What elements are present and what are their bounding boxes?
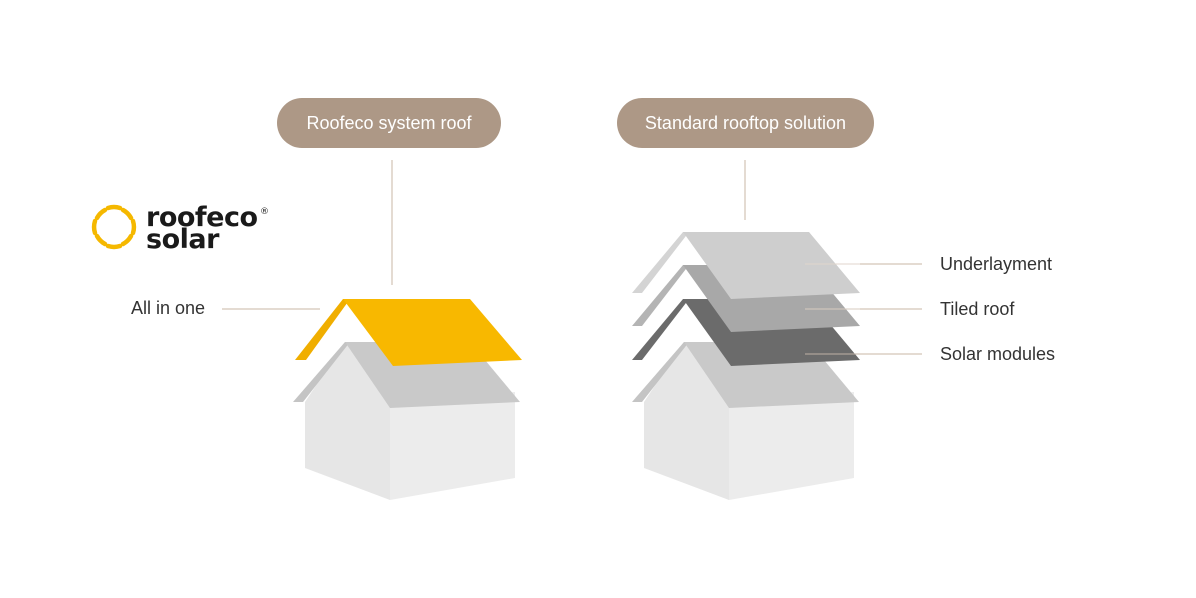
roofeco-system-roof-header: Roofeco system roof [277,98,501,148]
logo-name-line1: roofeco [146,202,258,233]
left-house-front-wall [305,342,390,500]
underlayment-edge [632,232,689,293]
roofeco-roof [295,299,522,366]
tiled-roof-edge [632,265,689,326]
roofeco-roof-top [343,299,522,366]
all-in-one-label: All in one [131,298,206,318]
registered-mark: ® [260,207,269,217]
right-house [632,342,859,500]
tiled-roof-label: Tiled roof [940,299,1015,319]
roofeco-roof-edge [295,299,350,360]
right-house-roof-edge [632,342,689,402]
left-house-side-wall [390,392,515,500]
roofeco-solar-logo: roofeco solar ® [91,202,269,255]
roofeco-system-roof-header-text: Roofeco system roof [306,112,472,133]
left-house [293,342,520,500]
right-house-front-wall [644,342,729,500]
underlayment-top [683,232,860,299]
underlayment-layer [632,232,860,299]
sun-icon [91,204,137,250]
solar-modules-edge [632,299,689,360]
logo-name-line2: solar [146,224,220,255]
right-house-side-wall [729,392,854,500]
standard-rooftop-solution-header: Standard rooftop solution [617,98,874,148]
standard-rooftop-solution-header-text: Standard rooftop solution [644,112,847,133]
left-house-roof-edge [293,342,350,402]
solar-modules-label: Solar modules [940,344,1056,364]
underlayment-label: Underlayment [940,254,1053,274]
